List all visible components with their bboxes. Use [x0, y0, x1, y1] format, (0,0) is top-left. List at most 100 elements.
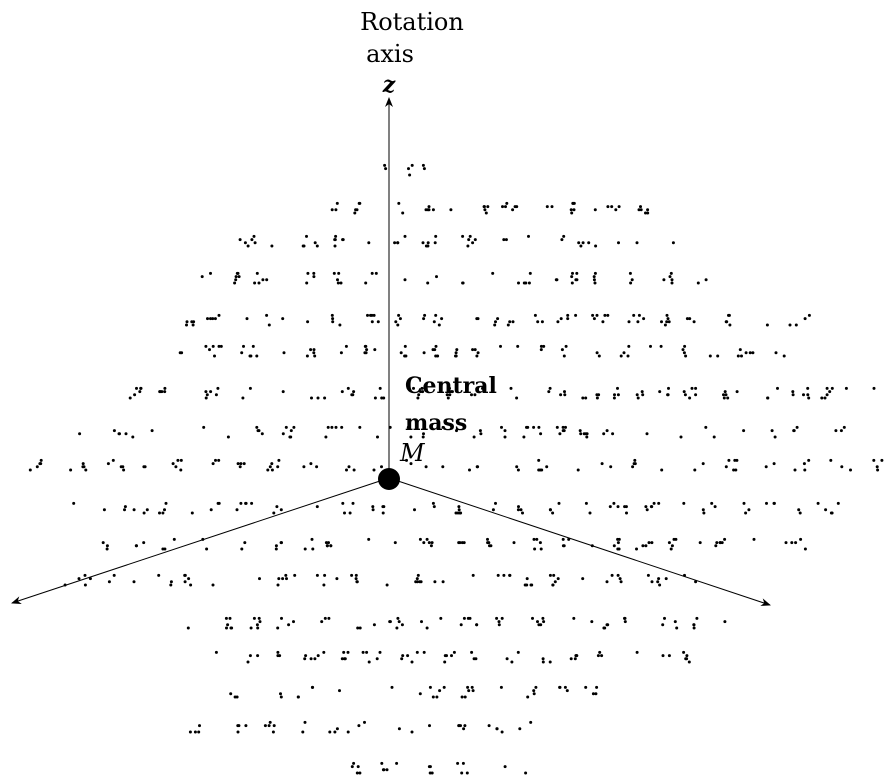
particle-dot	[552, 573, 556, 577]
particle-dot	[740, 354, 743, 358]
particle-dot	[476, 351, 480, 355]
particle-dot	[266, 468, 270, 472]
particle-dot	[666, 317, 670, 321]
particle-dot	[435, 695, 439, 699]
particle-dot	[807, 313, 811, 317]
particle-dot	[611, 432, 615, 436]
particle-dot	[488, 544, 491, 548]
particle-dot	[723, 537, 727, 541]
particle-dot	[432, 505, 436, 509]
particle-dot	[627, 320, 631, 324]
particle-dot	[310, 396, 313, 400]
particle-dot	[623, 620, 627, 624]
particle-dot	[497, 623, 501, 627]
particle-dot	[274, 547, 278, 551]
particle-dot	[597, 393, 601, 397]
particle-dot	[412, 386, 415, 390]
particle-dot	[315, 505, 319, 509]
particle-dot	[185, 320, 189, 324]
particle-dot	[439, 616, 443, 620]
particle-dot	[255, 425, 259, 429]
particle-dot	[569, 208, 573, 212]
particle-dot	[282, 351, 286, 355]
particle-dot	[747, 508, 751, 512]
particle-dot	[473, 348, 477, 352]
particle-dot	[539, 432, 543, 436]
particle-dot	[445, 393, 449, 397]
particle-dot	[605, 580, 609, 584]
particle-dot	[132, 580, 136, 584]
particle-dot	[510, 660, 514, 664]
particle-dot	[605, 429, 609, 433]
particle-dot	[119, 465, 123, 469]
particle-dot	[272, 724, 276, 728]
particle-dot	[590, 620, 594, 624]
particle-dot	[560, 348, 564, 352]
particle-dot	[123, 505, 127, 509]
particle-dot	[616, 541, 620, 545]
particle-dot	[551, 583, 555, 587]
particle-dot	[727, 313, 731, 317]
particle-dot	[802, 462, 806, 466]
particle-dot	[537, 458, 541, 462]
particle-dot	[190, 511, 194, 515]
particle-dot	[428, 685, 432, 689]
particle-dot	[323, 396, 327, 400]
particle-dot	[681, 348, 685, 352]
particle-dot	[465, 771, 469, 775]
particle-dot	[426, 244, 430, 248]
particle-dot	[652, 501, 656, 505]
particle-dot	[372, 313, 376, 317]
particle-dot	[806, 393, 810, 397]
particle-dot	[324, 435, 328, 439]
particle-dot	[562, 544, 566, 548]
particle-dot	[385, 583, 389, 587]
particle-dot	[606, 205, 610, 209]
particle-dot	[312, 271, 316, 275]
particle-dot	[292, 425, 296, 429]
particle-dot	[242, 344, 245, 348]
particle-dot	[712, 435, 716, 439]
particle-dot	[306, 271, 310, 275]
particle-dot	[565, 689, 569, 693]
particle-dot	[646, 211, 650, 215]
particle-dot	[532, 689, 536, 693]
particle-dot	[373, 348, 377, 352]
particle-dot	[457, 505, 461, 509]
particle-dot	[633, 458, 637, 462]
particle-dot	[434, 234, 438, 238]
particle-dot	[309, 462, 313, 466]
particle-dot	[659, 344, 663, 348]
particle-dot	[253, 241, 257, 245]
particle-dot	[296, 695, 300, 699]
particle-dot	[422, 541, 426, 545]
particle-dot	[241, 396, 245, 400]
particle-dot	[630, 278, 634, 282]
particle-dot	[401, 654, 405, 658]
particle-dot	[236, 462, 240, 466]
particle-dot	[305, 354, 309, 358]
particle-dot	[516, 508, 520, 512]
particle-dot	[399, 351, 403, 355]
particle-dot	[198, 724, 201, 728]
particle-dot	[612, 396, 616, 400]
particle-dot	[661, 654, 665, 658]
particle-dot	[540, 320, 544, 324]
particle-dot	[309, 657, 313, 661]
particle-dot	[429, 544, 433, 548]
particle-dot	[276, 465, 280, 469]
particle-dot	[244, 501, 248, 505]
particle-dot	[183, 573, 187, 577]
particle-dot	[545, 205, 549, 209]
particle-dot	[766, 396, 770, 400]
particle-dot	[401, 211, 405, 215]
particle-dot	[142, 541, 146, 545]
particle-dot	[495, 727, 499, 731]
particle-dot	[657, 577, 661, 581]
particle-dot	[452, 650, 456, 654]
particle-dot	[305, 234, 308, 238]
particle-dot	[322, 650, 326, 654]
particle-dot	[588, 511, 592, 515]
particle-dot	[834, 429, 838, 433]
particle-dot	[666, 393, 670, 397]
